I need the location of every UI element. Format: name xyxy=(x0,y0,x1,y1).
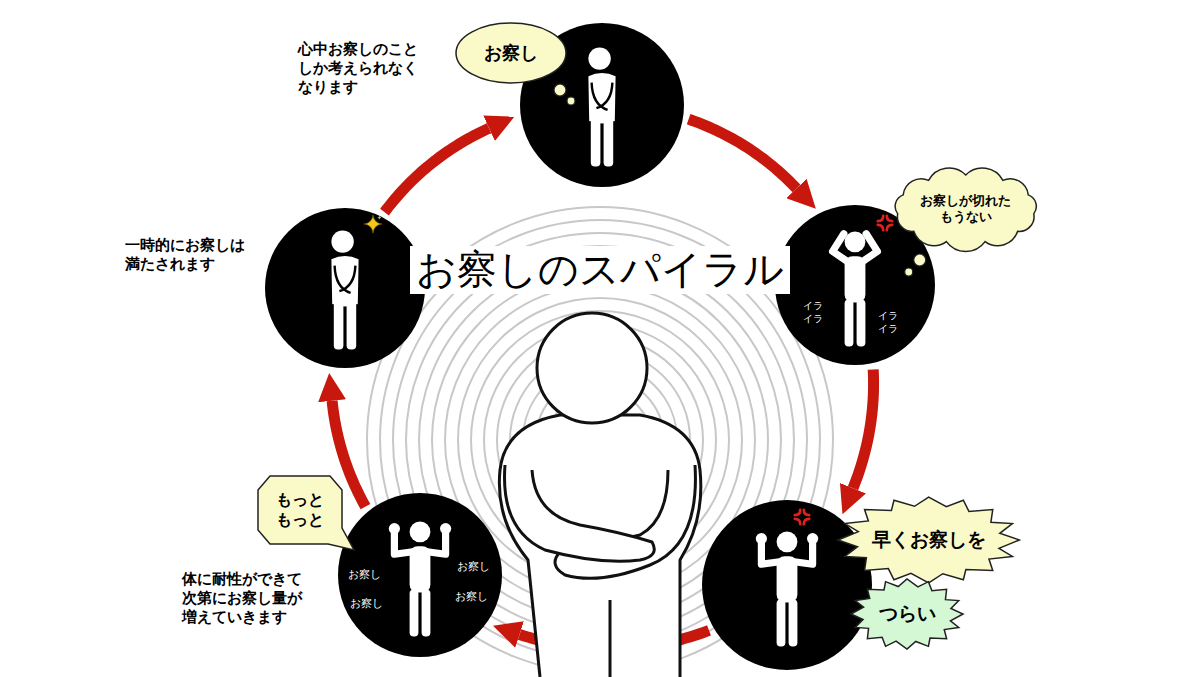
stage-note: イラ イラ xyxy=(878,310,901,335)
bubble-outline xyxy=(258,476,354,550)
bubble-text: つらい xyxy=(879,602,936,626)
bubble-text: 早くお察しを xyxy=(872,528,986,552)
cycle-arrow xyxy=(689,119,797,188)
cycle-arrow xyxy=(853,370,874,489)
stage-note: 心中お察しのことしか考えられなくなります xyxy=(298,40,423,96)
speech-bubble: お察し xyxy=(455,22,567,84)
stage-note: 一時的にお察しは満たされます xyxy=(125,236,250,274)
bubble-text: もっと もっと xyxy=(273,490,327,530)
stage-note: お察し xyxy=(455,590,488,604)
bubble-outline xyxy=(456,23,566,83)
stage-note: お察し xyxy=(457,560,490,574)
bubble-outline xyxy=(895,168,1036,251)
anger-mark xyxy=(878,216,892,230)
thought-dot xyxy=(905,268,913,276)
stick-figure xyxy=(756,531,818,646)
circle-shape xyxy=(265,208,425,368)
stage-note: イラ イラ xyxy=(803,300,826,325)
bubble-text-area: もっと もっと xyxy=(258,476,342,544)
stage-circle: 一時的にお察しは満たされます xyxy=(265,208,425,368)
anger-mark xyxy=(795,510,809,524)
stick-figure xyxy=(588,47,615,166)
stage-note: 体に耐性ができて次第にお察し量が増えていきます xyxy=(182,570,307,626)
stick-figure xyxy=(331,230,358,349)
stage-note: お察し xyxy=(350,597,383,611)
stage-note: お察し xyxy=(348,568,381,582)
circle-fill xyxy=(265,208,425,368)
cycle-arrow xyxy=(384,128,489,212)
thought-dot xyxy=(567,97,575,105)
circle-fill xyxy=(338,493,502,657)
bubble-text-area: つらい xyxy=(850,578,964,650)
figure-leg-line xyxy=(609,600,612,677)
bubble-text-area: 早くお察しを xyxy=(837,496,1020,584)
stage-circle: 体に耐性ができて次第にお察し量が増えていきますお察しお察しお察しお察し xyxy=(338,493,502,657)
bubble-outline xyxy=(851,579,963,649)
figure-head xyxy=(537,313,647,423)
bubble-text-area: お察しが切れた もうない xyxy=(887,166,1044,252)
speech-bubble: お察しが切れた もうない xyxy=(887,166,1044,252)
figure-arm xyxy=(505,465,655,561)
bubble-text: お察し xyxy=(484,42,538,65)
bubble-text-area: お察し xyxy=(455,22,567,84)
speech-bubble: もっと もっと xyxy=(258,476,342,544)
speech-bubble: つらい xyxy=(850,578,964,650)
stick-figure xyxy=(833,231,878,346)
diagram-title: お察しのスパイラル xyxy=(410,246,790,294)
circle-fill xyxy=(702,500,872,670)
thought-dot xyxy=(554,84,566,96)
figure-body xyxy=(499,415,700,677)
circle-shape xyxy=(702,500,872,670)
bubble-outline xyxy=(838,497,1019,583)
stage-circle xyxy=(702,500,872,670)
thought-dot xyxy=(914,254,926,266)
speech-bubble: 早くお察しを xyxy=(837,496,1020,584)
sparkle-mark xyxy=(364,215,382,233)
stick-figure xyxy=(389,521,451,636)
bubble-text: お察しが切れた もうない xyxy=(918,193,1014,226)
